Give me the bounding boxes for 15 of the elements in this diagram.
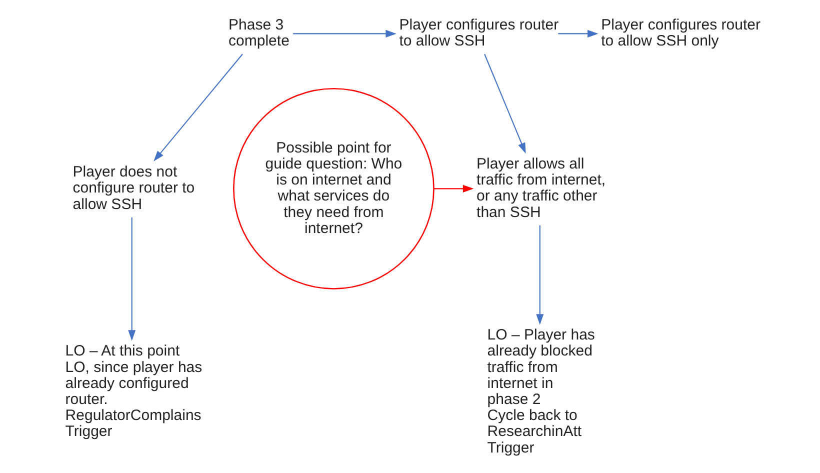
node-text: LO – Player has already blocked traffic from internet in phase 2 Cycle back to ResearchinAtt Trigger: [486, 326, 594, 456]
arrow: [292, 29, 396, 37]
node-circle: Possible point for guide question: Who is on internet and what services do they need from internet?: [232, 87, 434, 289]
arrow: [484, 53, 526, 154]
node-text: Phase 3 complete: [228, 16, 289, 50]
node-text: Player configures router to allow SSH: [398, 16, 558, 50]
arrow: [128, 216, 136, 340]
node-text: Player allows all traffic from internet, or any traffic other than SSH: [476, 154, 606, 220]
node-text: Player does not configure router to allow SSH: [72, 163, 194, 212]
arrow: [558, 29, 598, 37]
arrow: [536, 224, 544, 324]
arrow: [153, 53, 242, 161]
node-text: LO – At this point LO, since player has already configured router. RegulatorComplains Trigger: [64, 342, 202, 440]
node-text: Player configures router to allow SSH only: [600, 16, 760, 50]
arrow: [434, 184, 474, 192]
